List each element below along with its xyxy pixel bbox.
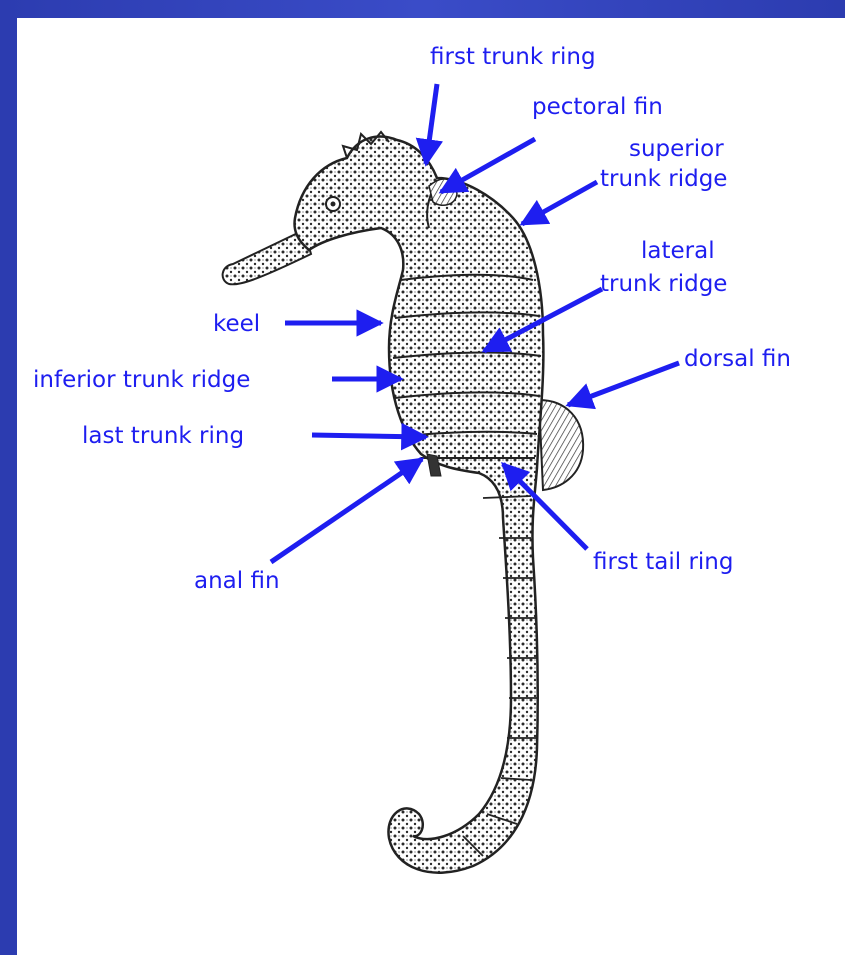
label-first-trunk-ring: first trunk ring: [430, 44, 596, 70]
label-anal-fin: anal fin: [194, 568, 280, 594]
seahorse-body: [295, 137, 544, 873]
label-last-trunk-ring: last trunk ring: [82, 423, 244, 449]
dorsal-fin-shape: [539, 400, 583, 490]
label-pectoral-fin: pectoral fin: [532, 94, 663, 120]
arrow-superior-trunk-ridge: [522, 182, 597, 224]
label-first-tail-ring: first tail ring: [593, 549, 733, 575]
label-inferior-trunk-ridge: inferior trunk ridge: [33, 367, 250, 393]
diagram-panel: first trunk ring pectoral fin superior t…: [17, 18, 845, 955]
arrow-first-trunk-ring: [426, 84, 437, 164]
label-lateral-trunk-ridge-line2: trunk ridge: [600, 271, 727, 297]
arrow-pectoral-fin: [441, 139, 535, 192]
seahorse-illustration: [223, 132, 584, 873]
arrow-last-trunk-ring: [312, 435, 426, 437]
label-superior-trunk-ridge-line1: superior: [629, 136, 724, 162]
arrow-anal-fin: [271, 459, 422, 562]
label-superior-trunk-ridge-line2: trunk ridge: [600, 166, 727, 192]
label-dorsal-fin: dorsal fin: [684, 346, 791, 372]
arrow-dorsal-fin: [568, 363, 679, 405]
label-keel: keel: [213, 311, 260, 337]
label-lateral-trunk-ridge-line1: lateral: [641, 238, 715, 264]
seahorse-diagram: first trunk ring pectoral fin superior t…: [17, 18, 845, 955]
